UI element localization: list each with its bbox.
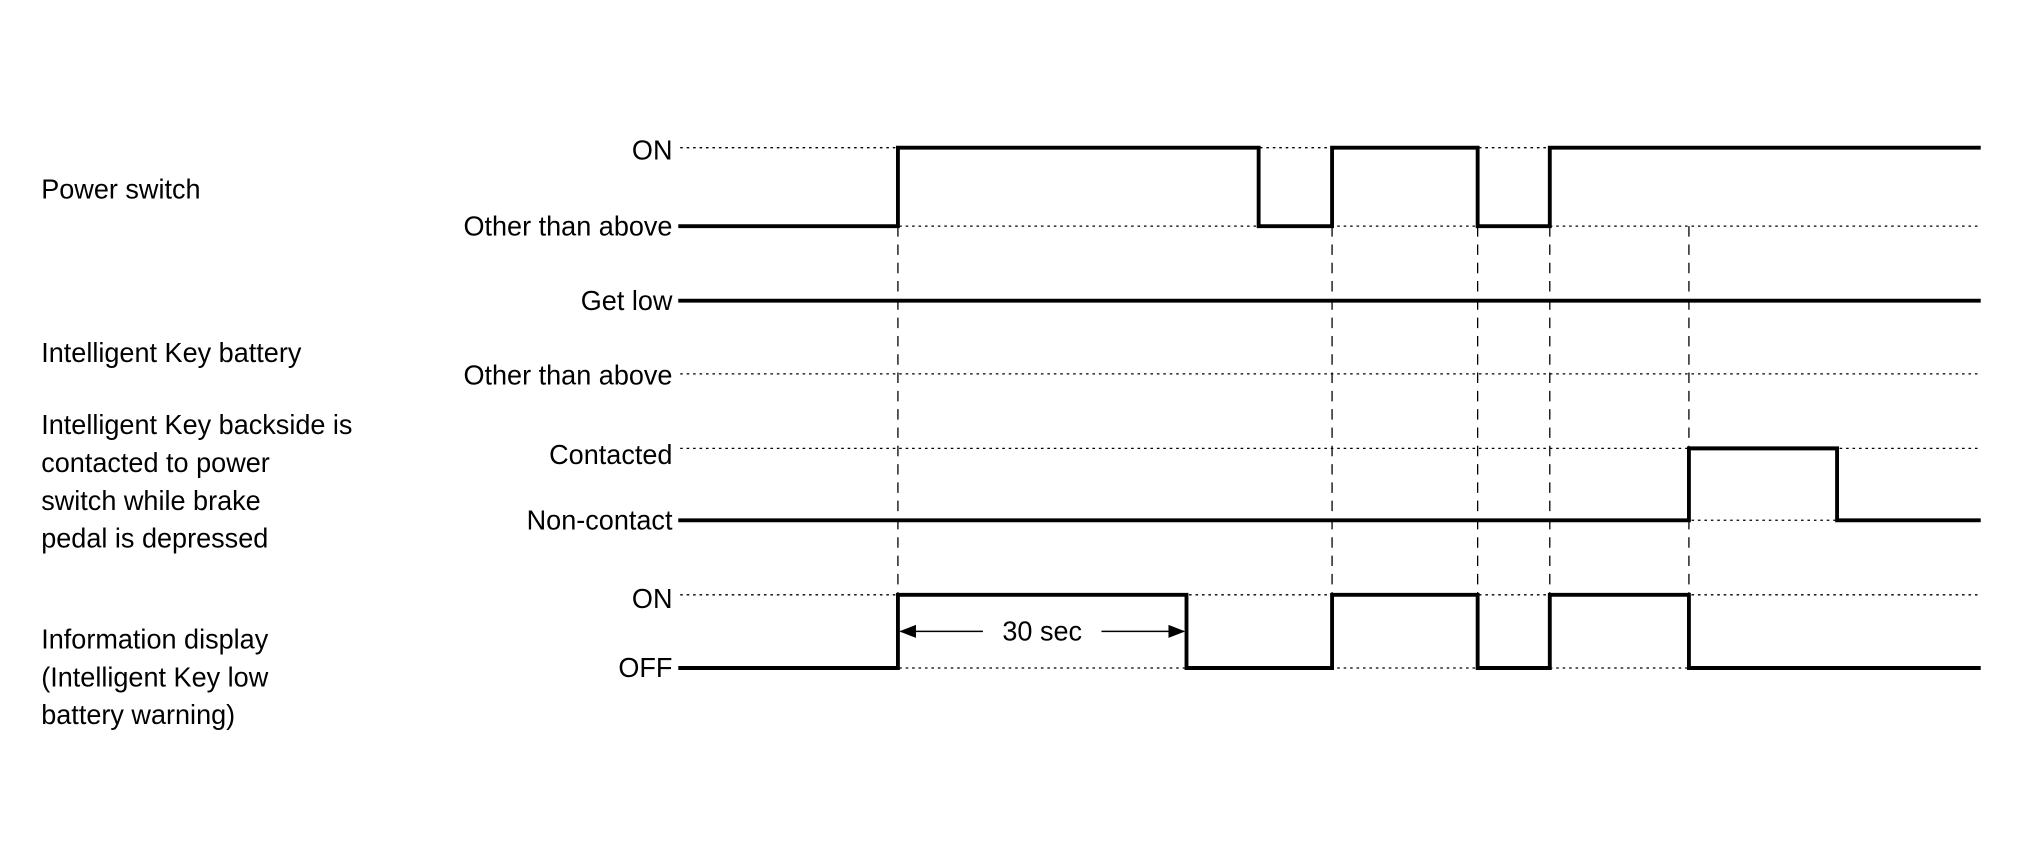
level-label-power-high: ON: [632, 134, 673, 165]
signal-name-power-switch: Power switch: [41, 174, 200, 205]
signal-name-information-display: Information display (Intelligent Key low b…: [41, 623, 268, 730]
duration-label: 30 sec: [1002, 615, 1082, 646]
waveform-display: [678, 592, 1981, 670]
level-label-battery-high: Get low: [581, 285, 673, 316]
level-label-power-low: Other than above: [463, 210, 672, 241]
signal-name-line: Intelligent Key backside is: [41, 409, 352, 440]
signal-name-line: Intelligent Key battery: [41, 337, 302, 368]
level-label-contact-high: Contacted: [549, 439, 672, 470]
signal-name-line: pedal is depressed: [41, 523, 268, 554]
waveform-power: [678, 145, 1981, 229]
waveform-contact: [678, 446, 1981, 523]
signal-name-line: (Intelligent Key low: [41, 661, 268, 692]
level-label-display-low: OFF: [618, 652, 672, 683]
duration-arrowhead-right: [1168, 624, 1186, 638]
signal-name-intelligent-key-battery: Intelligent Key battery: [41, 337, 302, 368]
level-label-display-high: ON: [632, 583, 673, 614]
duration-arrowhead-left: [899, 624, 916, 638]
waveforms: [678, 145, 1981, 670]
level-label-contact-low: Non-contact: [527, 504, 673, 535]
level-label-battery-low: Other than above: [463, 359, 672, 390]
signal-name-key-backside-contact: Intelligent Key backside is contacted to …: [41, 409, 352, 554]
time-reference-lines: [897, 226, 1690, 668]
signal-name-line: battery warning): [41, 699, 235, 730]
signal-name-line: Information display: [41, 623, 268, 654]
duration-annotation: 30 sec: [899, 615, 1186, 647]
signal-name-line: Power switch: [41, 174, 200, 205]
signal-name-line: contacted to power: [41, 447, 270, 478]
signal-name-line: switch while brake: [41, 485, 261, 516]
